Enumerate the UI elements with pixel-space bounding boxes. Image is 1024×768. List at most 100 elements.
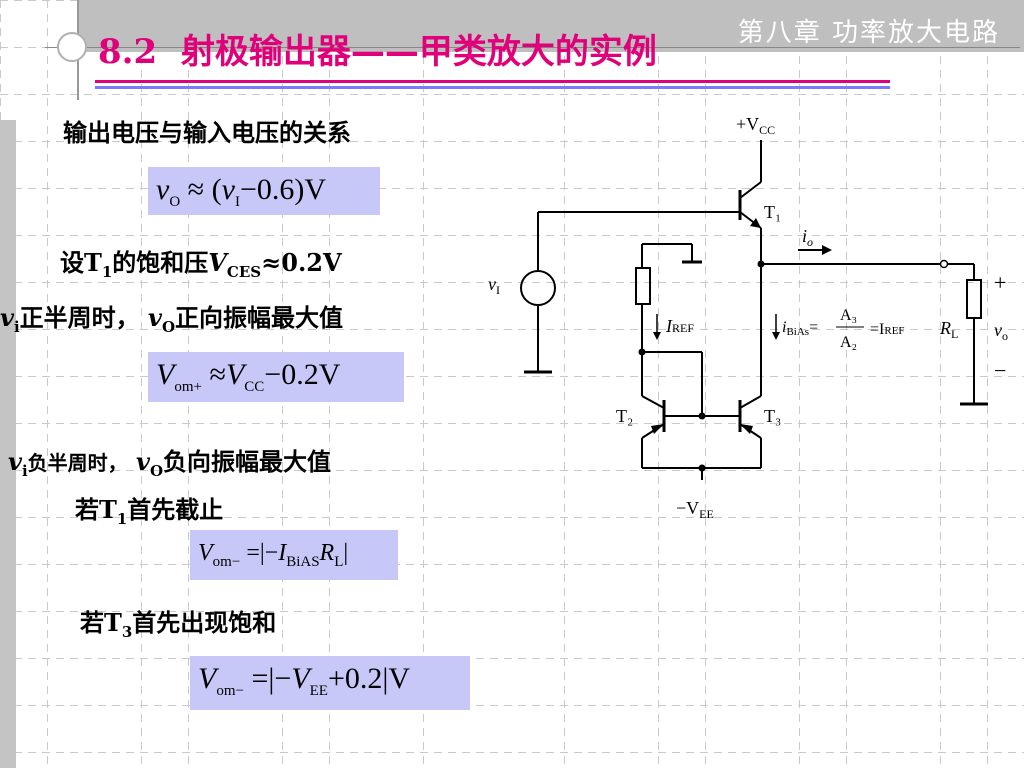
eq3-lhs-sub: om− — [212, 553, 241, 570]
iref-label: IREF — [665, 316, 694, 336]
pos-var2-sub: O — [161, 317, 176, 336]
eq3-rhs-sub: BiAS — [286, 553, 320, 570]
eq2-rhs-var: V — [225, 358, 245, 391]
eq1-rhs-sub: I — [234, 194, 240, 210]
vo-label: vo — [994, 320, 1008, 343]
sat-sub: 1 — [101, 262, 113, 281]
pos-text: 正半周时， — [19, 303, 140, 332]
node-ref — [638, 348, 646, 356]
eq4-lhs-sub: om− — [216, 683, 244, 699]
output-minus: − — [994, 358, 1006, 383]
eq4-op: =|− — [251, 662, 292, 695]
neg-text2: 负向振幅最大值 — [163, 447, 332, 476]
title-underline-magenta — [95, 80, 890, 83]
eq1-tail: −0.6)V — [239, 173, 327, 206]
title-text: 射极输出器——甲类放大的实例 — [180, 32, 657, 72]
neg-var-sub: i — [21, 461, 28, 480]
eq3-rhs-sub2: L — [334, 553, 344, 570]
chapter-title: 第八章 功率放大电路 — [737, 18, 1000, 48]
eq3-rhs-var2: R — [319, 540, 335, 566]
eq2-op: ≈ — [209, 358, 226, 391]
header-bar: 第八章 功率放大电路 — [77, 0, 1024, 52]
ibias-label: iBiAs= — [782, 319, 818, 338]
input-source-symbol — [520, 270, 556, 306]
output-terminal — [939, 259, 949, 269]
ibias-arrowhead — [772, 332, 780, 340]
sat3-text: 首先出现饱和 — [132, 608, 277, 637]
sat3-sub: 3 — [121, 622, 133, 641]
t1-emitter-arrow — [750, 218, 761, 228]
neg-var2: v — [136, 447, 150, 476]
vcc-label: +VCC — [736, 114, 775, 137]
t3-emitter-arrow — [740, 424, 753, 434]
eq1-lhs-sub: O — [169, 194, 181, 210]
eq3-op: =|− — [246, 540, 279, 566]
eq1-op: ≈ — [187, 173, 205, 206]
node-vee — [698, 464, 706, 472]
t1-label: T₁ — [764, 202, 781, 222]
pos-var2: v — [148, 303, 162, 332]
positive-half-line: vi正半周时， vO正向振幅最大值 — [0, 298, 343, 336]
vee-label: −VEE — [676, 498, 714, 521]
t3-collector — [739, 395, 762, 409]
decorative-circle-icon — [57, 32, 87, 62]
ref-resistor — [635, 267, 651, 305]
node-emitter — [757, 260, 765, 268]
eq2-rhs-sub: CC — [244, 379, 265, 395]
eq3-rhs-var: I — [278, 540, 287, 566]
pos-var: v — [0, 303, 14, 332]
sat-tail: ≈0.2V — [261, 248, 342, 277]
slide-title: 8.2 射极输出器——甲类放大的实例 — [98, 24, 657, 73]
ratio-numerator: A₃ — [840, 307, 857, 324]
cut-sub: 1 — [116, 509, 128, 528]
neg-var2-sub: O — [149, 461, 164, 480]
ibias-tail-label: =IREF — [870, 321, 905, 338]
iref-arrowhead — [653, 332, 661, 340]
emitter-follower-circuit: +VCC T₁ T₂ T₃ −VEE io vI IREF iBiAs= A₃ … — [488, 114, 1008, 521]
eq1-open: ( — [211, 173, 222, 206]
t3-label: T₃ — [764, 406, 781, 426]
vi-label: vI — [488, 274, 500, 297]
t2-emitter-arrow — [651, 424, 664, 434]
relation-label: 输出电压与输入电压的关系 — [63, 118, 351, 147]
load-resistor — [966, 279, 982, 319]
header-divider-horizontal — [45, 47, 1020, 48]
eq2-lhs-var: V — [156, 358, 175, 391]
eq3-lhs-var: V — [198, 540, 213, 566]
left-sidebar-bar — [0, 120, 16, 768]
eq1-rhs-var: v — [221, 173, 235, 206]
eq4-lhs-var: V — [198, 662, 217, 695]
eq2-lhs-sub: om+ — [174, 379, 202, 395]
pos-var-sub: i — [13, 317, 20, 336]
node-base — [698, 412, 706, 420]
equation-vo-vi: vO ≈ (vI−0.6)V — [148, 167, 380, 215]
cut-prefix: 若T — [75, 495, 117, 524]
eq1-lhs-var: v — [156, 173, 170, 206]
rl-label: RL — [939, 318, 958, 341]
io-arrowhead — [822, 245, 832, 255]
ratio-denominator: A₂ — [840, 334, 857, 351]
title-underline-blue — [95, 86, 890, 89]
equation-vom-minus-vee: Vom− =|−VEE+0.2|V — [190, 656, 470, 710]
neg-var: v — [8, 447, 22, 476]
cut-text: 首先截止 — [127, 495, 224, 524]
io-label: io — [802, 226, 813, 249]
saturation-line: 设T1的饱和压VCES≈0.2V — [60, 243, 342, 281]
equation-vom-minus-bias: Vom− =|−IBiASRL| — [190, 530, 398, 580]
sat3-prefix: 若T — [80, 608, 122, 637]
sat-var-sub: CES — [226, 262, 262, 281]
t2-label: T₂ — [616, 406, 633, 426]
negative-half-line: vi负半周时， vO负向振幅最大值 — [8, 442, 331, 480]
eq4-rhs-var: V — [291, 662, 310, 695]
equation-vom-plus: Vom+ ≈VCC−0.2V — [148, 352, 404, 402]
t1-collector — [739, 181, 762, 199]
sat-mid: 的饱和压 — [112, 248, 209, 277]
pos-text2: 正向振幅最大值 — [175, 303, 344, 332]
sat-var: V — [208, 248, 227, 277]
output-plus: + — [994, 270, 1006, 295]
neg-text: 负半周时， — [27, 451, 128, 475]
t2-collector — [641, 395, 665, 409]
eq2-tail: −0.2V — [264, 358, 341, 391]
title-number: 8.2 — [98, 32, 158, 72]
